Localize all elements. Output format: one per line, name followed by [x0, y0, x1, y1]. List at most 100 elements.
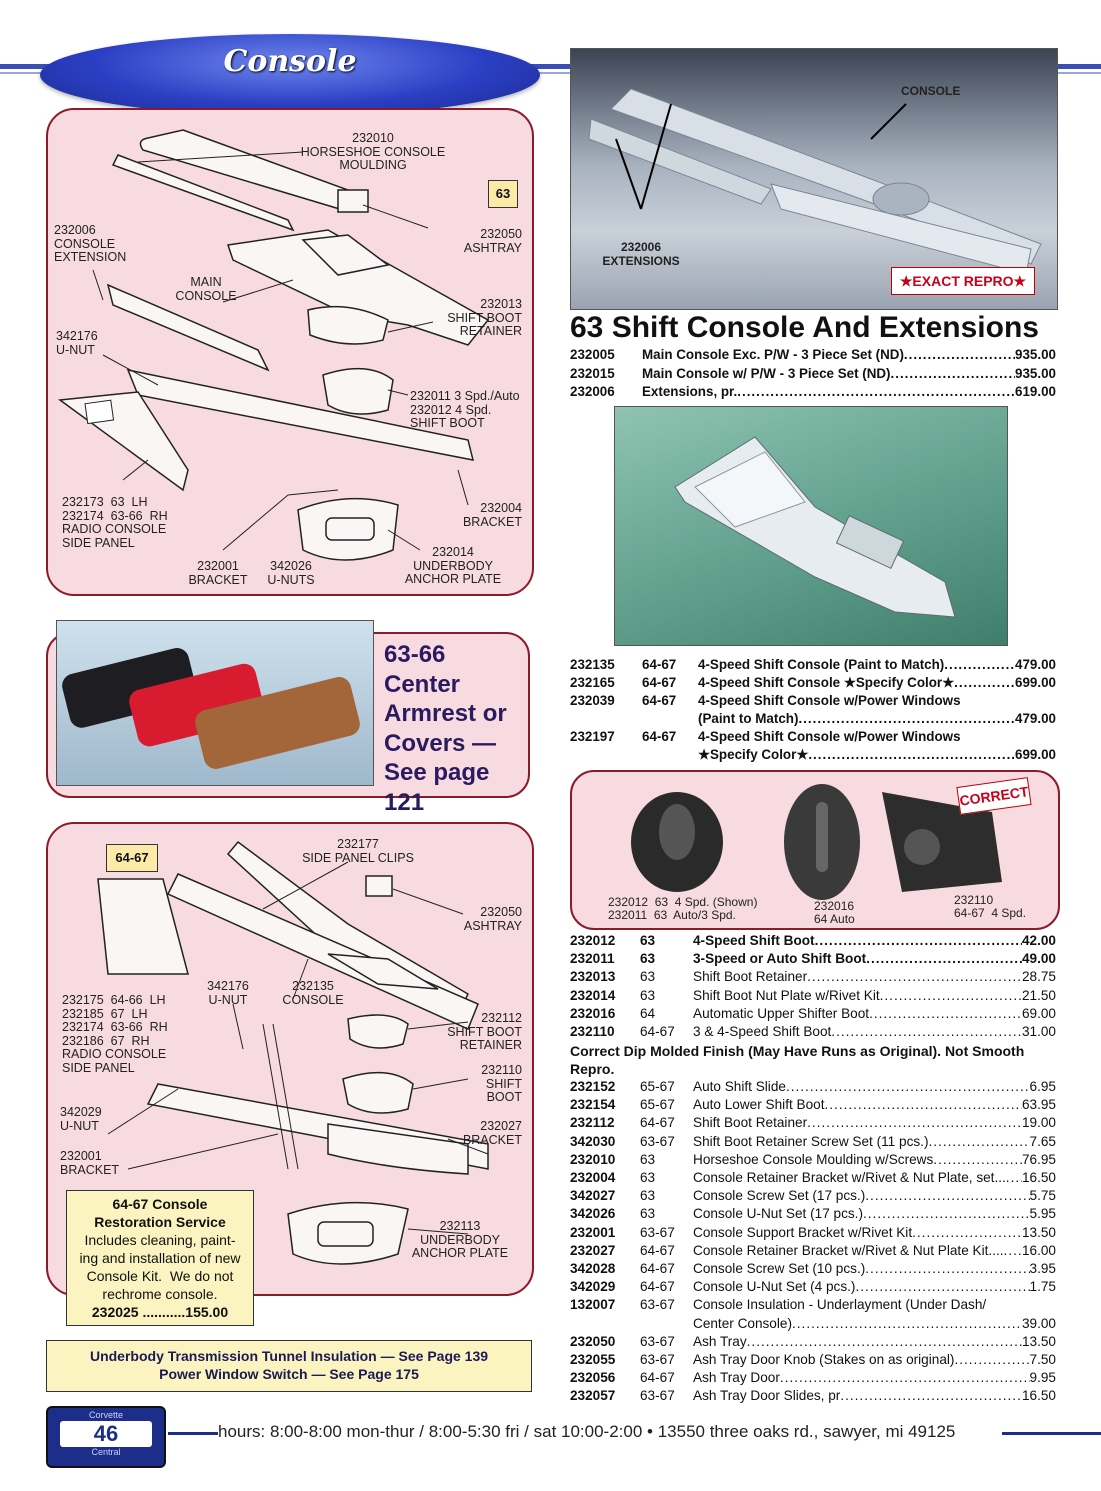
part-description: Shift Boot Retainer Screw Set (11 pcs.): [693, 1133, 929, 1149]
dot-leader: [928, 1133, 1029, 1151]
dot-leader: [954, 674, 1015, 692]
part-number: 232004: [570, 1170, 616, 1185]
year-range: 63: [640, 1206, 656, 1222]
part-number: 232057: [570, 1388, 616, 1404]
label-boot-6467: 232110 SHIFT BOOT: [481, 1063, 522, 1104]
dot-leader: [824, 1096, 1021, 1114]
year-range: 63: [640, 1151, 656, 1167]
restoration-service-box: 64-67 Console Restoration Service Includ…: [66, 1190, 254, 1326]
dot-leader: [855, 1278, 1029, 1296]
year-range: 63: [640, 951, 656, 967]
product-description: 4-Speed Shift Console w/Power Windows: [698, 729, 961, 744]
section-63-title: 63 Shift Console And Extensions: [570, 311, 1039, 344]
parts-row: 232154 65-67 Auto Lower Shift Boot 63.95: [570, 1096, 1056, 1114]
parts-row: 232056 64-67 Ash Tray Door 9.95: [570, 1369, 1056, 1387]
year-range: 63: [640, 933, 656, 948]
service-part-number: 232025: [91, 1304, 139, 1320]
part-price: 13.50: [1021, 1224, 1056, 1240]
service-title: 64-67 Console Restoration Service: [94, 1196, 226, 1230]
part-number: 342029: [570, 1279, 616, 1295]
label-bracket2-6467: 232001 BRACKET: [60, 1149, 120, 1177]
product-description: 4-Speed Shift Console w/Power Windows: [698, 693, 961, 708]
part-price: 5.95: [1029, 1206, 1056, 1222]
part-number: 232039: [570, 693, 615, 708]
parts-row: 232012 63 4-Speed Shift Boot 42.00: [570, 932, 1056, 950]
notes-box: Underbody Transmission Tunnel Insulation…: [46, 1340, 532, 1392]
part-price: 6.95: [1029, 1079, 1056, 1094]
part-number: 232055: [570, 1352, 616, 1367]
boot-caption-2: 232016 64 Auto: [814, 899, 855, 926]
diagram-63-panel: 63 232010 HORSESHOE CONSOLE MOULDING 232…: [46, 108, 534, 596]
shift-console-image: [674, 436, 956, 618]
page-badge: Corvette 46 Central: [46, 1406, 166, 1468]
part-number: 232012: [570, 933, 616, 948]
dot-leader: [904, 346, 1015, 364]
year-range: 63-67: [640, 1388, 675, 1404]
part-number: 232135: [570, 657, 615, 672]
part-number: 132007: [570, 1297, 616, 1313]
parts-row: 232050 63-67 Ash Tray 13.50: [570, 1333, 1056, 1351]
part-price: 16.50: [1021, 1170, 1056, 1185]
label-moulding: 232010 HORSESHOE CONSOLE MOULDING: [300, 131, 446, 172]
part-number: 342028: [570, 1261, 616, 1276]
service-price-line: 232025 ...........155.00: [91, 1304, 229, 1320]
part-description: Console Support Bracket w/Rivet Kit: [693, 1224, 913, 1240]
year-badge-63: 63: [488, 180, 518, 208]
badge-brand-top: Corvette: [88, 1410, 123, 1420]
part-number: 232006: [570, 384, 615, 399]
part-price: 7.50: [1029, 1352, 1056, 1367]
dot-leader: [807, 968, 1022, 986]
dot-leader: [866, 950, 1022, 968]
console-photo-image: [588, 88, 1042, 275]
service-body: Includes cleaning, paint- ing and instal…: [79, 1232, 241, 1302]
year-range: 64-67: [640, 1024, 675, 1039]
product-row: 232165 64-67 4-Speed Shift Console ★Spec…: [570, 674, 1056, 692]
part-description: Shift Boot Retainer: [693, 969, 808, 985]
parts-row: 232011 63 3-Speed or Auto Shift Boot 49.…: [570, 950, 1056, 968]
part-description: Auto Lower Shift Boot: [693, 1097, 825, 1113]
dot-leader: [865, 1187, 1029, 1205]
year-range: 64-67: [640, 1242, 675, 1258]
footer-rule-left: [168, 1432, 218, 1435]
part-price: 49.00: [1021, 951, 1056, 967]
part-description: Auto Shift Slide: [693, 1079, 786, 1094]
product-row: 232015 Main Console w/ P/W - 3 Piece Set…: [570, 365, 1056, 383]
parts-row: 232010 63 Horseshoe Console Moulding w/S…: [570, 1151, 1056, 1169]
part-number: 232015: [570, 365, 615, 381]
parts-row: 232001 63-67 Console Support Bracket w/R…: [570, 1224, 1056, 1242]
label-extension: 232006 CONSOLE EXTENSION: [54, 223, 127, 264]
product-description: Main Console w/ P/W - 3 Piece Set (ND): [642, 365, 891, 381]
part-price: 3.95: [1029, 1261, 1056, 1276]
part-number: 232152: [570, 1079, 616, 1094]
product-price: 619.00: [1015, 384, 1056, 399]
label-side-panel: 232173 63 LH 232174 63-66 RH RADIO CONSO…: [62, 495, 168, 550]
year-range: 64-67: [640, 1261, 675, 1276]
dot-leader: [869, 1005, 1022, 1023]
label-side-panel-clips: 232177 SIDE PANEL CLIPS: [302, 837, 414, 865]
part-price: 16.00: [1021, 1242, 1056, 1258]
parts-row: 232016 64 Automatic Upper Shifter Boot 6…: [570, 1005, 1056, 1023]
year-range: 63-67: [640, 1133, 675, 1149]
year-range: 63: [640, 1170, 656, 1185]
dot-leader: [798, 710, 1015, 728]
year-badge-6467: 64-67: [106, 844, 158, 872]
label-retainer-6467: 232112 SHIFT BOOT RETAINER: [447, 1011, 522, 1052]
header-rule-thin: [0, 72, 1101, 74]
year-range: 63-67: [640, 1224, 675, 1240]
footer-hours: hours: 8:00-8:00 mon-thur / 8:00-5:30 fr…: [218, 1422, 956, 1441]
product-row: 232005 Main Console Exc. P/W - 3 Piece S…: [570, 346, 1056, 364]
dot-leader: [880, 987, 1022, 1005]
year-range: 64: [640, 1005, 656, 1021]
armrest-text: 63-66 Center Armrest or Covers — See pag…: [384, 641, 507, 816]
part-number: 232005: [570, 347, 615, 362]
part-description: Ash Tray Door Knob (Stakes on as origina…: [693, 1352, 955, 1367]
year-range: 64-67: [642, 675, 677, 690]
part-description: Automatic Upper Shifter Boot: [693, 1005, 870, 1021]
year-range: 64-67: [640, 1279, 675, 1295]
product-row: 232006 Extensions, pr. 619.00: [570, 383, 1056, 401]
part-number: 232056: [570, 1370, 616, 1386]
label-main-console: MAIN CONSOLE: [175, 275, 237, 303]
year-range: 64-67: [642, 657, 677, 672]
